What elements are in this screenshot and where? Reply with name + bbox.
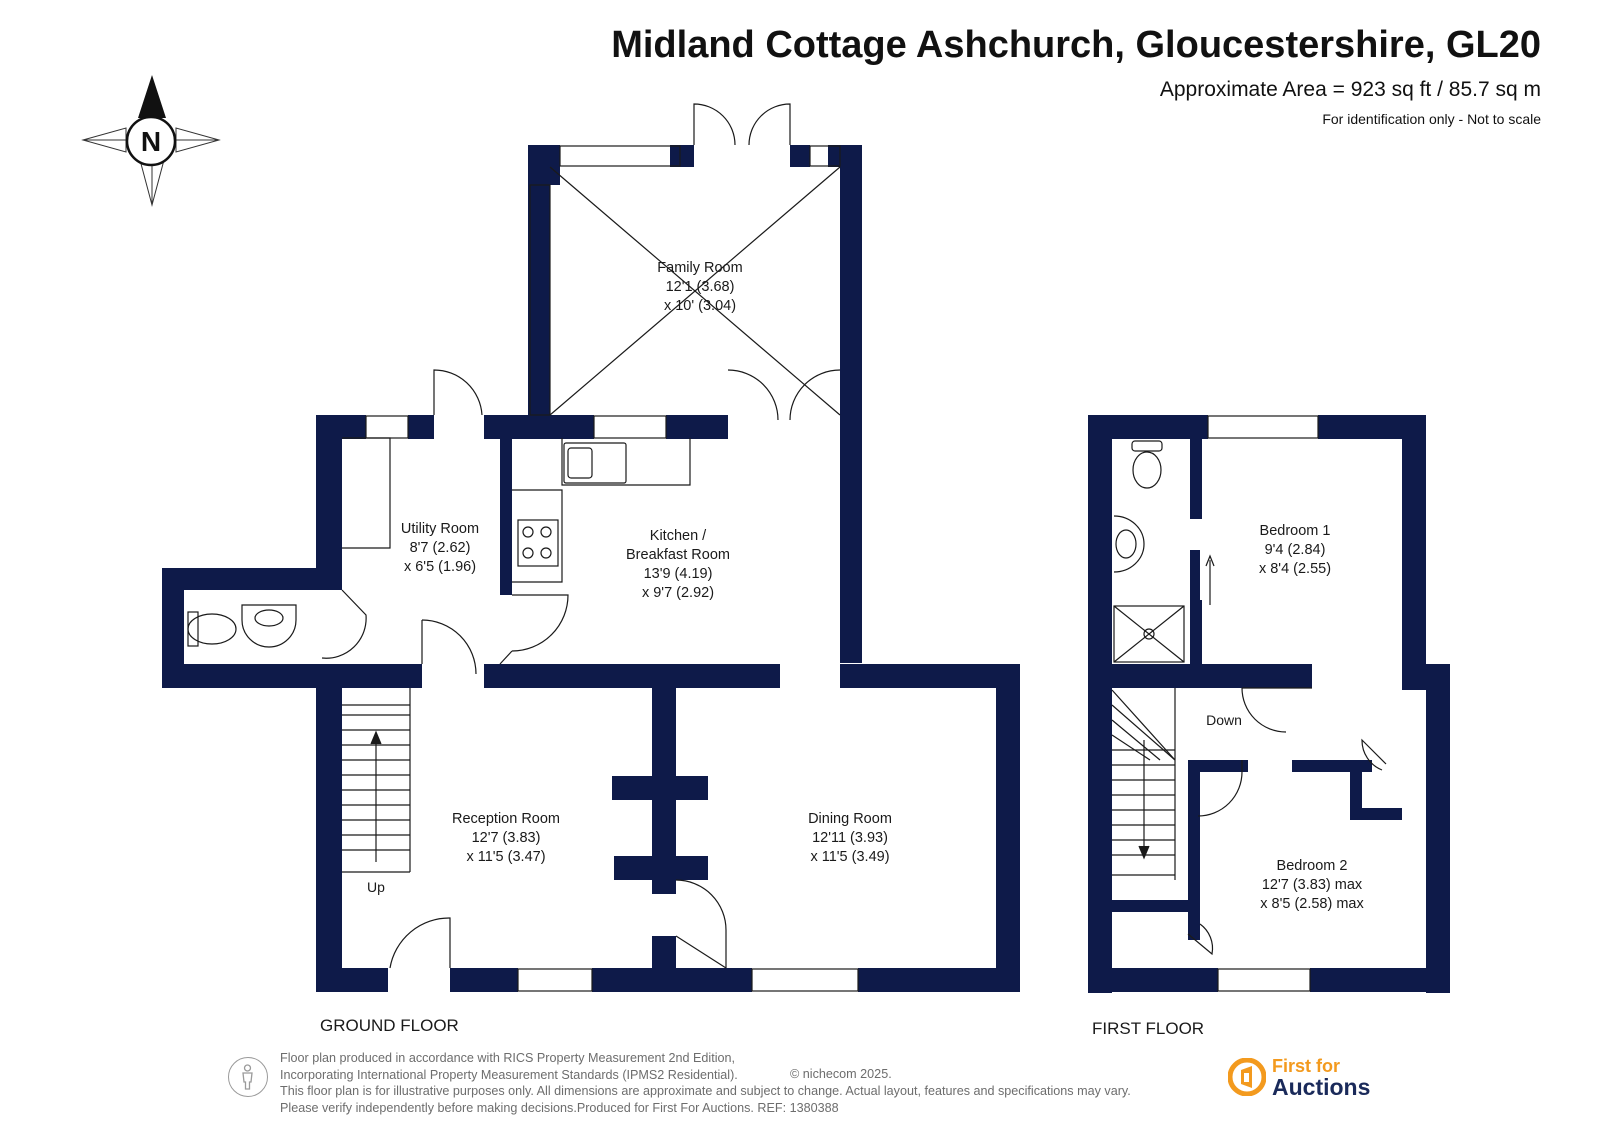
- svg-text:12'1 (3.68): 12'1 (3.68): [666, 279, 735, 295]
- logo-mark-icon: [1228, 1058, 1266, 1096]
- stairs-up-label: Up: [367, 879, 385, 895]
- ground-floor-label: GROUND FLOOR: [320, 1016, 459, 1035]
- svg-text:x 8'4 (2.55): x 8'4 (2.55): [1259, 561, 1331, 577]
- first-floor-walls: [1088, 415, 1450, 993]
- svg-text:x 8'5 (2.58) max: x 8'5 (2.58) max: [1260, 896, 1364, 912]
- svg-text:12'11 (3.93): 12'11 (3.93): [812, 830, 888, 846]
- svg-text:Breakfast Room: Breakfast Room: [626, 547, 730, 563]
- copyright-text: © nichecom 2025.: [790, 1067, 892, 1081]
- svg-text:Dining Room: Dining Room: [808, 811, 892, 827]
- svg-text:x 9'7 (2.92): x 9'7 (2.92): [642, 585, 714, 601]
- svg-text:Bedroom 2: Bedroom 2: [1277, 858, 1348, 874]
- family-room-label: Family Room 12'1 (3.68) x 10' (3.04): [657, 260, 742, 314]
- logo-text-top: First for: [1272, 1056, 1341, 1076]
- svg-text:Reception Room: Reception Room: [452, 811, 560, 827]
- bedroom-2-label: Bedroom 2 12'7 (3.83) max x 8'5 (2.58) m…: [1260, 858, 1364, 912]
- kitchen-label: Kitchen / Breakfast Room 13'9 (4.19) x 9…: [626, 528, 730, 601]
- svg-text:Bedroom 1: Bedroom 1: [1260, 523, 1331, 539]
- first-floor-label: FIRST FLOOR: [1092, 1019, 1204, 1038]
- ground-floor-walls: [162, 145, 1020, 992]
- svg-text:8'7 (2.62): 8'7 (2.62): [410, 540, 471, 556]
- svg-text:x 6'5 (1.96): x 6'5 (1.96): [404, 559, 476, 575]
- compass-letter: N: [141, 126, 161, 157]
- bedroom-1-label: Bedroom 1 9'4 (2.84) x 8'4 (2.55): [1259, 523, 1331, 577]
- svg-text:Utility Room: Utility Room: [401, 521, 479, 537]
- approximate-area: Approximate Area = 923 sq ft / 85.7 sq m: [1159, 78, 1541, 101]
- footer-line: Incorporating International Property Mea…: [280, 1067, 738, 1082]
- ground-floor-lines: [187, 103, 859, 992]
- identification-note: For identification only - Not to scale: [1322, 111, 1541, 127]
- svg-text:x 10' (3.04): x 10' (3.04): [664, 298, 736, 314]
- logo-text-bottom: Auctions: [1272, 1074, 1371, 1100]
- compass-icon: N: [81, 75, 221, 207]
- svg-text:x 11'5 (3.47): x 11'5 (3.47): [466, 849, 545, 865]
- svg-text:x 11'5 (3.49): x 11'5 (3.49): [810, 849, 889, 865]
- svg-text:13'9 (4.19): 13'9 (4.19): [644, 566, 713, 582]
- footer-line: Floor plan produced in accordance with R…: [280, 1051, 736, 1065]
- svg-text:12'7 (3.83): 12'7 (3.83): [472, 830, 541, 846]
- svg-text:9'4 (2.84): 9'4 (2.84): [1265, 542, 1326, 558]
- svg-text:Family Room: Family Room: [657, 260, 742, 276]
- footer-disclaimer: Floor plan produced in accordance with R…: [280, 1050, 1131, 1116]
- utility-room-label: Utility Room 8'7 (2.62) x 6'5 (1.96): [401, 521, 479, 575]
- first-floor-lines: [1111, 415, 1387, 992]
- first-for-auctions-logo: First for Auctions: [1228, 1056, 1388, 1100]
- stairs-down-label: Down: [1206, 712, 1242, 728]
- svg-text:12'7 (3.83) max: 12'7 (3.83) max: [1262, 877, 1363, 893]
- dining-room-label: Dining Room 12'11 (3.93) x 11'5 (3.49): [808, 811, 892, 865]
- svg-text:Kitchen /: Kitchen /: [650, 528, 707, 544]
- person-icon: [228, 1057, 268, 1097]
- reception-room-label: Reception Room 12'7 (3.83) x 11'5 (3.47): [452, 811, 560, 865]
- page-title: Midland Cottage Ashchurch, Gloucestershi…: [611, 24, 1541, 66]
- footer-line: This floor plan is for illustrative purp…: [280, 1084, 1131, 1098]
- footer-line: Please verify independently before makin…: [280, 1100, 839, 1115]
